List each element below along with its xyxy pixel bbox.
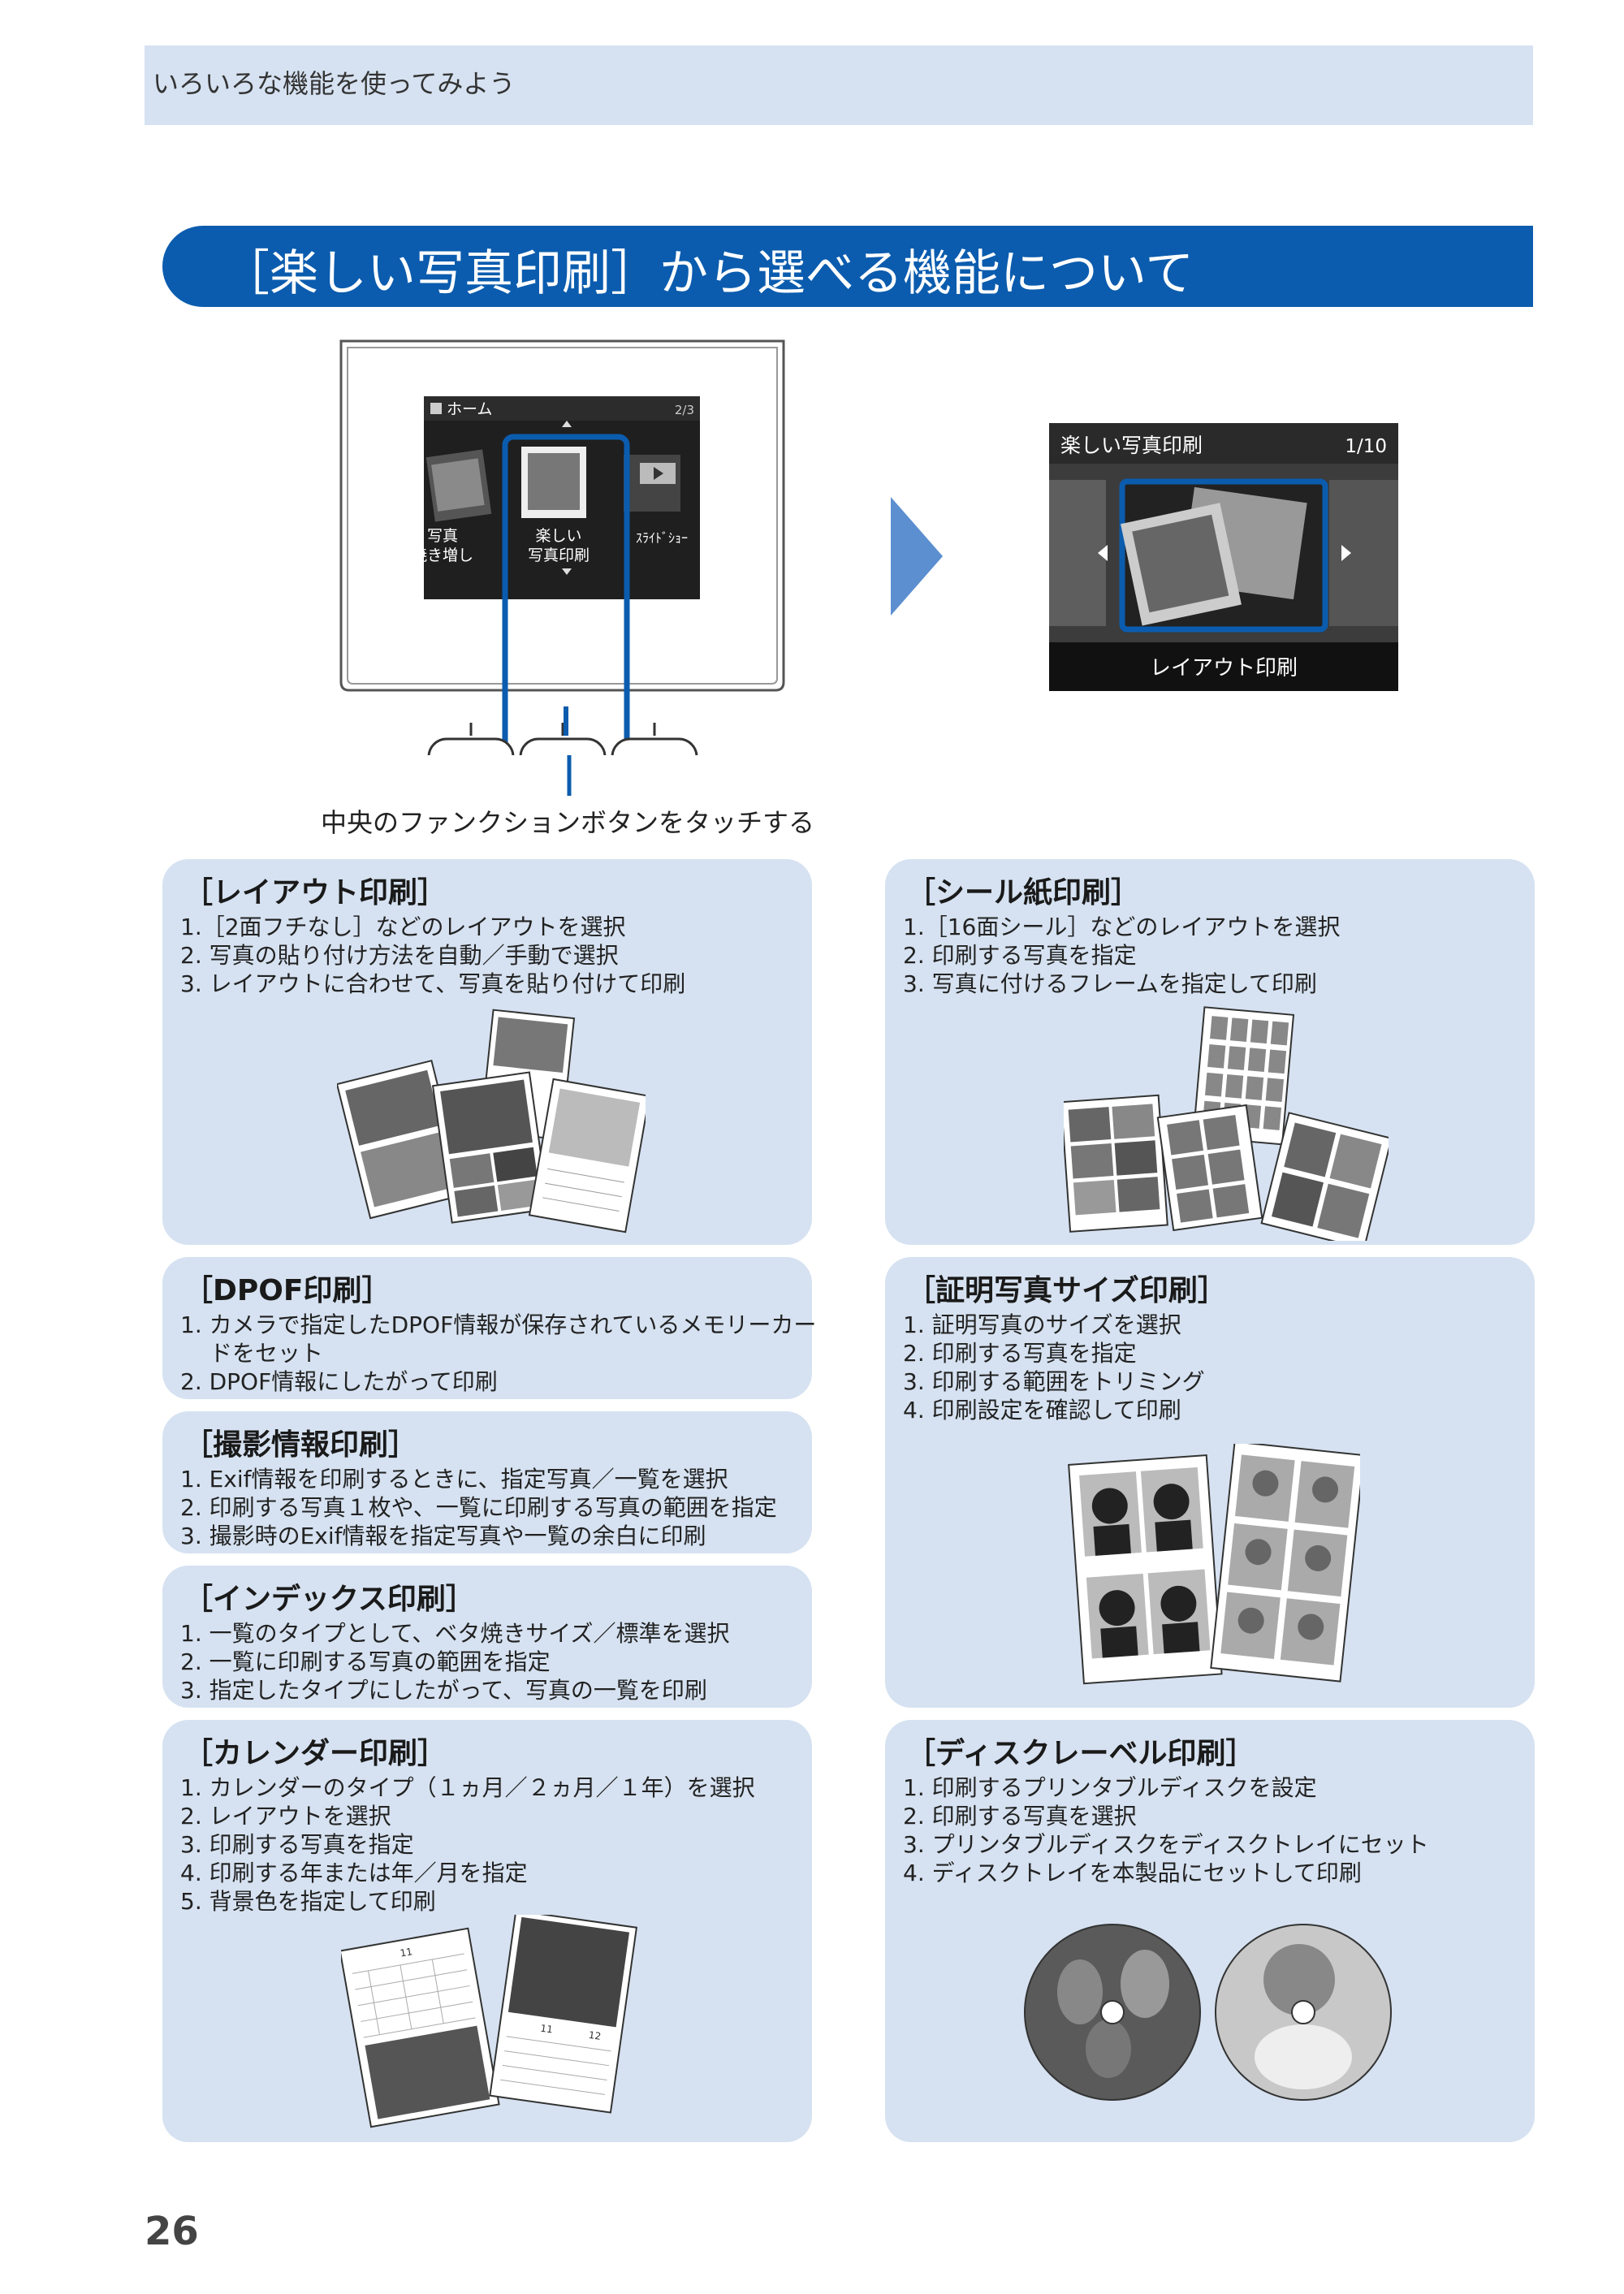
svg-text:1/10: 1/10 — [1345, 436, 1387, 457]
list-item: 1. 一覧のタイプとして、ベタ焼きサイズ／標準を選択 — [180, 1620, 730, 1647]
next-arrow-icon — [1341, 545, 1351, 561]
card-title: ［撮影情報印刷］ — [184, 1428, 418, 1462]
list-item: 3. 指定したタイプにしたがって、写真の一覧を印刷 — [180, 1677, 707, 1704]
list-item: 5. 背景色を指定して印刷 — [180, 1888, 436, 1915]
svg-text:写真印刷: 写真印刷 — [528, 546, 590, 564]
list-item: 2. 印刷する写真１枚や、一覧に印刷する写真の範囲を指定 — [180, 1494, 777, 1521]
svg-text:楽しい写真印刷: 楽しい写真印刷 — [1060, 434, 1203, 457]
right-function-button — [611, 737, 698, 755]
page-title: ［楽しい写真印刷］から選べる機能について — [221, 245, 1194, 302]
list-item: 1.［2面フチなし］などのレイアウトを選択 — [180, 914, 626, 940]
calendar-print-sample-image: 11 11 12 — [341, 1915, 638, 2128]
list-item: 1. Exif情報を印刷するときに、指定写真／一覧を選択 — [180, 1466, 728, 1493]
prev-arrow-icon — [1098, 545, 1108, 561]
sticker-print-sample-image — [1064, 1006, 1389, 1241]
device-panel-illustration: ホーム 2/3 写真 焼き増し 楽しい 写真印刷 ｽﾗｲﾄﾞｼｮｰ — [339, 339, 785, 755]
card-title: ［証明写真サイズ印刷］ — [906, 1274, 1227, 1307]
list-item: 1. 印刷するプリンタブルディスクを設定 — [903, 1774, 1317, 1801]
next-arrow-icon — [891, 497, 943, 616]
center-function-button — [519, 737, 607, 755]
list-item: 1.［16面シール］などのレイアウトを選択 — [903, 914, 1341, 940]
list-item: 3. 写真に付けるフレームを指定して印刷 — [903, 970, 1317, 997]
list-item: 1. 証明写真のサイズを選択 — [903, 1311, 1181, 1338]
list-item: 4. ディスクトレイを本製品にセットして印刷 — [903, 1860, 1362, 1886]
svg-text:写真: 写真 — [427, 527, 458, 545]
list-item: 2. 印刷する写真を選択 — [903, 1803, 1137, 1830]
title-bar — [162, 226, 1533, 307]
svg-text:11: 11 — [400, 1946, 413, 1959]
list-item: 3. レイアウトに合わせて、写真を貼り付けて印刷 — [180, 970, 686, 997]
down-arrow-icon — [562, 568, 572, 575]
left-function-button — [427, 737, 515, 755]
card-calendar-print: ［カレンダー印刷］ 1. カレンダーのタイプ（１ヵ月／２ヵ月／１年）を選択 2.… — [162, 1720, 812, 2142]
card-id-photo-print: ［証明写真サイズ印刷］ 1. 証明写真のサイズを選択 2. 印刷する写真を指定 … — [885, 1257, 1535, 1708]
list-item: 2. 印刷する写真を指定 — [903, 1340, 1137, 1367]
svg-text:楽しい: 楽しい — [535, 527, 581, 545]
home-icon — [430, 403, 442, 414]
highlight-frame — [502, 434, 630, 755]
card-title: ［ディスクレーベル印刷］ — [906, 1737, 1255, 1770]
svg-text:焼き増し: 焼き増し — [412, 546, 473, 564]
layout-print-sample-image — [337, 1009, 646, 1233]
list-item: 3. 印刷する範囲をトリミング — [903, 1368, 1205, 1395]
id-photo-sample-image — [1068, 1444, 1360, 1685]
list-item: 4. 印刷設定を確認して印刷 — [903, 1397, 1181, 1423]
svg-text:レイアウト印刷: レイアウト印刷 — [1150, 656, 1298, 680]
result-lcd-screen: 楽しい写真印刷 1/10 レイアウト印刷 — [1049, 423, 1398, 691]
instruction-caption: 中央のファンクションボタンをタッチする — [321, 807, 815, 838]
card-title: ［カレンダー印刷］ — [184, 1737, 447, 1770]
card-title: ［レイアウト印刷］ — [184, 876, 447, 909]
card-title: ［DPOF印刷］ — [184, 1274, 391, 1307]
list-item: 2. 印刷する写真を指定 — [903, 942, 1137, 969]
card-title: ［インデックス印刷］ — [184, 1583, 475, 1616]
card-sticker-print: ［シール紙印刷］ 1.［16面シール］などのレイアウトを選択 2. 印刷する写真… — [885, 859, 1535, 1245]
list-item: 1. カレンダーのタイプ（１ヵ月／２ヵ月／１年）を選択 — [180, 1774, 755, 1801]
list-item: 2. 一覧に印刷する写真の範囲を指定 — [180, 1648, 551, 1675]
svg-text:ｽﾗｲﾄﾞｼｮｰ: ｽﾗｲﾄﾞｼｮｰ — [636, 530, 688, 546]
card-title: ［シール紙印刷］ — [906, 876, 1141, 909]
card-exif-print: ［撮影情報印刷］ 1. Exif情報を印刷するときに、指定写真／一覧を選択 2.… — [162, 1411, 812, 1553]
list-item: 1. カメラで指定したDPOF情報が保存されているメモリーカードをセット — [180, 1311, 817, 1367]
list-item: 4. 印刷する年または年／月を指定 — [180, 1860, 528, 1886]
up-arrow-icon — [562, 421, 572, 427]
svg-text:2/3: 2/3 — [675, 403, 694, 417]
pointer-line — [567, 755, 572, 796]
card-layout-print: ［レイアウト印刷］ 1.［2面フチなし］などのレイアウトを選択 2. 写真の貼り… — [162, 859, 812, 1245]
section-header: いろいろな機能を使ってみよう — [153, 68, 516, 99]
list-item: 3. プリンタブルディスクをディスクトレイにセット — [903, 1831, 1429, 1858]
svg-text:ホーム: ホーム — [447, 400, 492, 418]
svg-text:11: 11 — [540, 2023, 554, 2036]
card-dpof-print: ［DPOF印刷］ 1. カメラで指定したDPOF情報が保存されているメモリーカー… — [162, 1257, 816, 1399]
list-item: 3. 撮影時のExif情報を指定写真や一覧の余白に印刷 — [180, 1523, 706, 1549]
disc-label-sample-image — [1024, 1924, 1392, 2101]
list-item: 3. 印刷する写真を指定 — [180, 1831, 414, 1858]
header-bar — [145, 45, 1533, 125]
card-index-print: ［インデックス印刷］ 1. 一覧のタイプとして、ベタ焼きサイズ／標準を選択 2.… — [162, 1566, 812, 1708]
card-disc-label-print: ［ディスクレーベル印刷］ 1. 印刷するプリンタブルディスクを設定 2. 印刷す… — [885, 1720, 1535, 2142]
list-item: 2. 写真の貼り付け方法を自動／手動で選択 — [180, 942, 619, 969]
list-item: 2. レイアウトを選択 — [180, 1803, 391, 1830]
svg-text:12: 12 — [588, 2029, 602, 2042]
page-number: 26 — [145, 2209, 199, 2254]
list-item: 2. DPOF情報にしたがって印刷 — [180, 1368, 498, 1395]
